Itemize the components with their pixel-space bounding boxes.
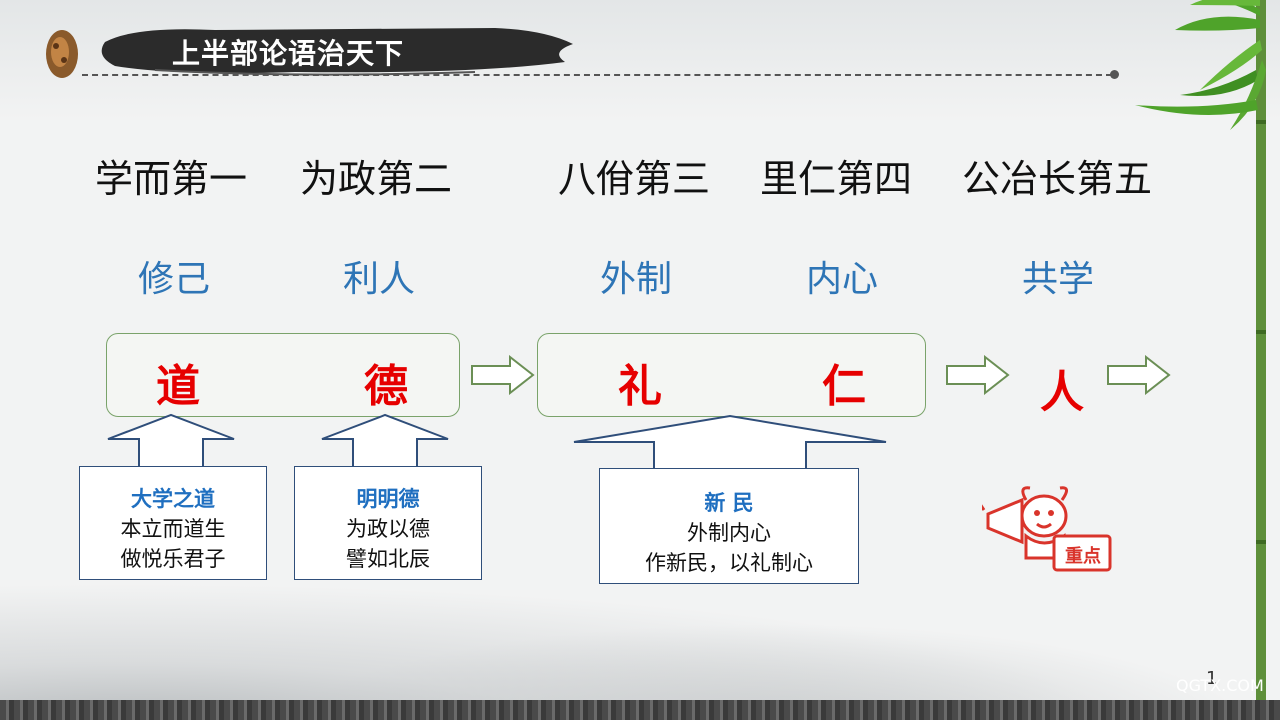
card-title: 明明德 [356,487,420,511]
theme-5: 共学 [1022,259,1095,300]
virtue-group-box-2 [537,333,926,417]
card-mingmingde: 明明德 为政以德 譬如北辰 [294,466,482,580]
chapter-2: 为政第二 [300,157,453,201]
card-line: 为政以德 [346,517,430,541]
virtue-ren: 仁 [822,361,866,412]
card-xinmin: 新 民 外制内心 作新民，以礼制心 [599,468,859,584]
right-arrow-icon [946,355,1010,395]
theme-1: 修己 [138,259,211,300]
up-arrow-icon [321,413,449,468]
virtue-de: 德 [364,361,408,412]
card-line: 外制内心 [687,521,771,545]
bottom-decor-strip [0,700,1280,720]
virtue-dao: 道 [156,361,200,412]
divider-end-dot [1110,70,1119,79]
chapter-3: 八佾第三 [558,157,711,201]
theme-4: 内心 [806,259,879,300]
title-divider [82,74,1112,76]
page-title: 上半部论语治天下 [172,37,405,70]
page-number: 1 [1206,668,1218,689]
card-daxue: 大学之道 本立而道生 做悦乐君子 [79,466,267,580]
bamboo-decoration [1135,0,1266,700]
megaphone-mascot-icon [978,486,1112,572]
chapter-1: 学而第一 [95,157,248,201]
virtue-ren-person: 人 [1040,367,1084,418]
up-arrow-icon [107,413,235,468]
badge-label: 重点 [1065,546,1101,567]
virtue-group-box-1 [106,333,460,417]
key-point-badge: 重点 [978,480,1118,576]
chapter-4: 里仁第四 [760,157,913,201]
theme-3: 外制 [600,259,673,300]
right-arrow-icon [471,355,535,395]
watermark-text: QGTX.COM [1176,676,1264,695]
theme-2: 利人 [343,259,416,300]
up-arrow-wide-icon [573,414,887,470]
card-title: 大学之道 [131,487,215,511]
card-line: 譬如北辰 [346,547,430,571]
virtue-li: 礼 [618,361,662,412]
chapter-5: 公冶长第五 [962,157,1153,201]
seal-ornament-icon [46,30,78,78]
card-line: 做悦乐君子 [120,547,226,571]
background-ink-mountains [0,560,1280,720]
right-arrow-icon [1107,355,1171,395]
card-line: 作新民，以礼制心 [645,551,813,575]
card-title: 新 民 [704,491,754,515]
card-line: 本立而道生 [120,517,226,541]
